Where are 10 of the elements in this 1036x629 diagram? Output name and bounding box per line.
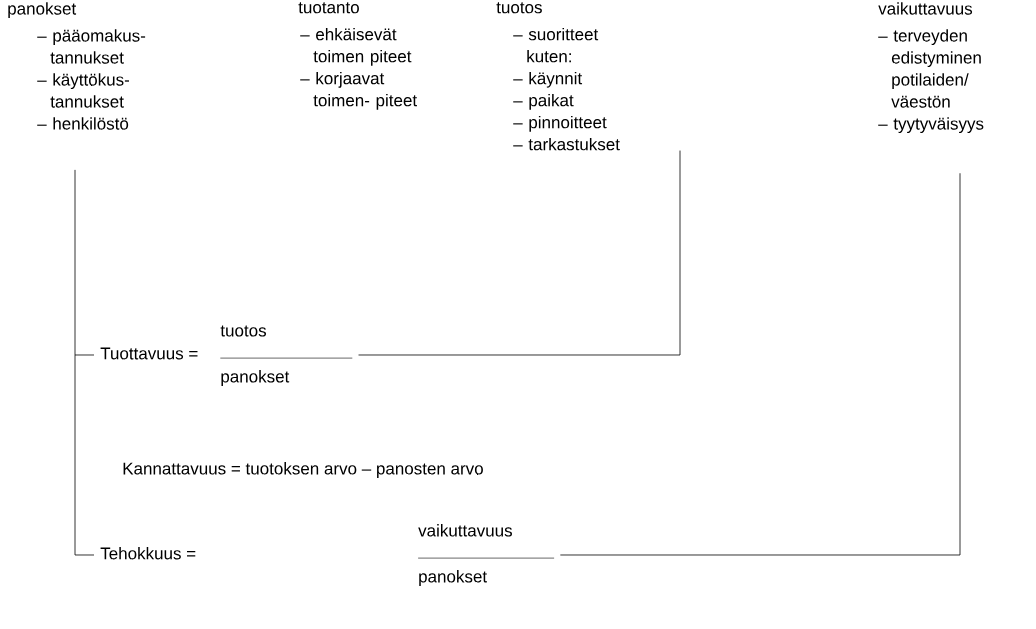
term-list: tuotos – suoritteet kuten: – käynnit – paikat – pinnoitteet – tarkastukset xyxy=(496,2,620,151)
connector-line xyxy=(559,172,961,556)
term-list: panokset – pääomakus- tannukset – käyttökus- tannukset – henkilöstö xyxy=(8,2,146,130)
connector-line xyxy=(358,150,681,356)
term-list: tuotanto – ehkäisevät toimen piteet – korjaavat toimen- piteet xyxy=(298,2,417,110)
formula-text: Kannattavuus = tuotoksen arvo – panosten arvo xyxy=(123,462,483,478)
formula: Tehokkuus = vaikuttavuus panokset xyxy=(100,524,555,586)
term-list: vaikuttavuus – terveyden edistyminen potilaiden/ väestön – tyytyväisyys xyxy=(878,2,984,134)
formula: Tuottavuus = tuotos panokset xyxy=(100,325,353,386)
connector-line xyxy=(74,169,95,556)
